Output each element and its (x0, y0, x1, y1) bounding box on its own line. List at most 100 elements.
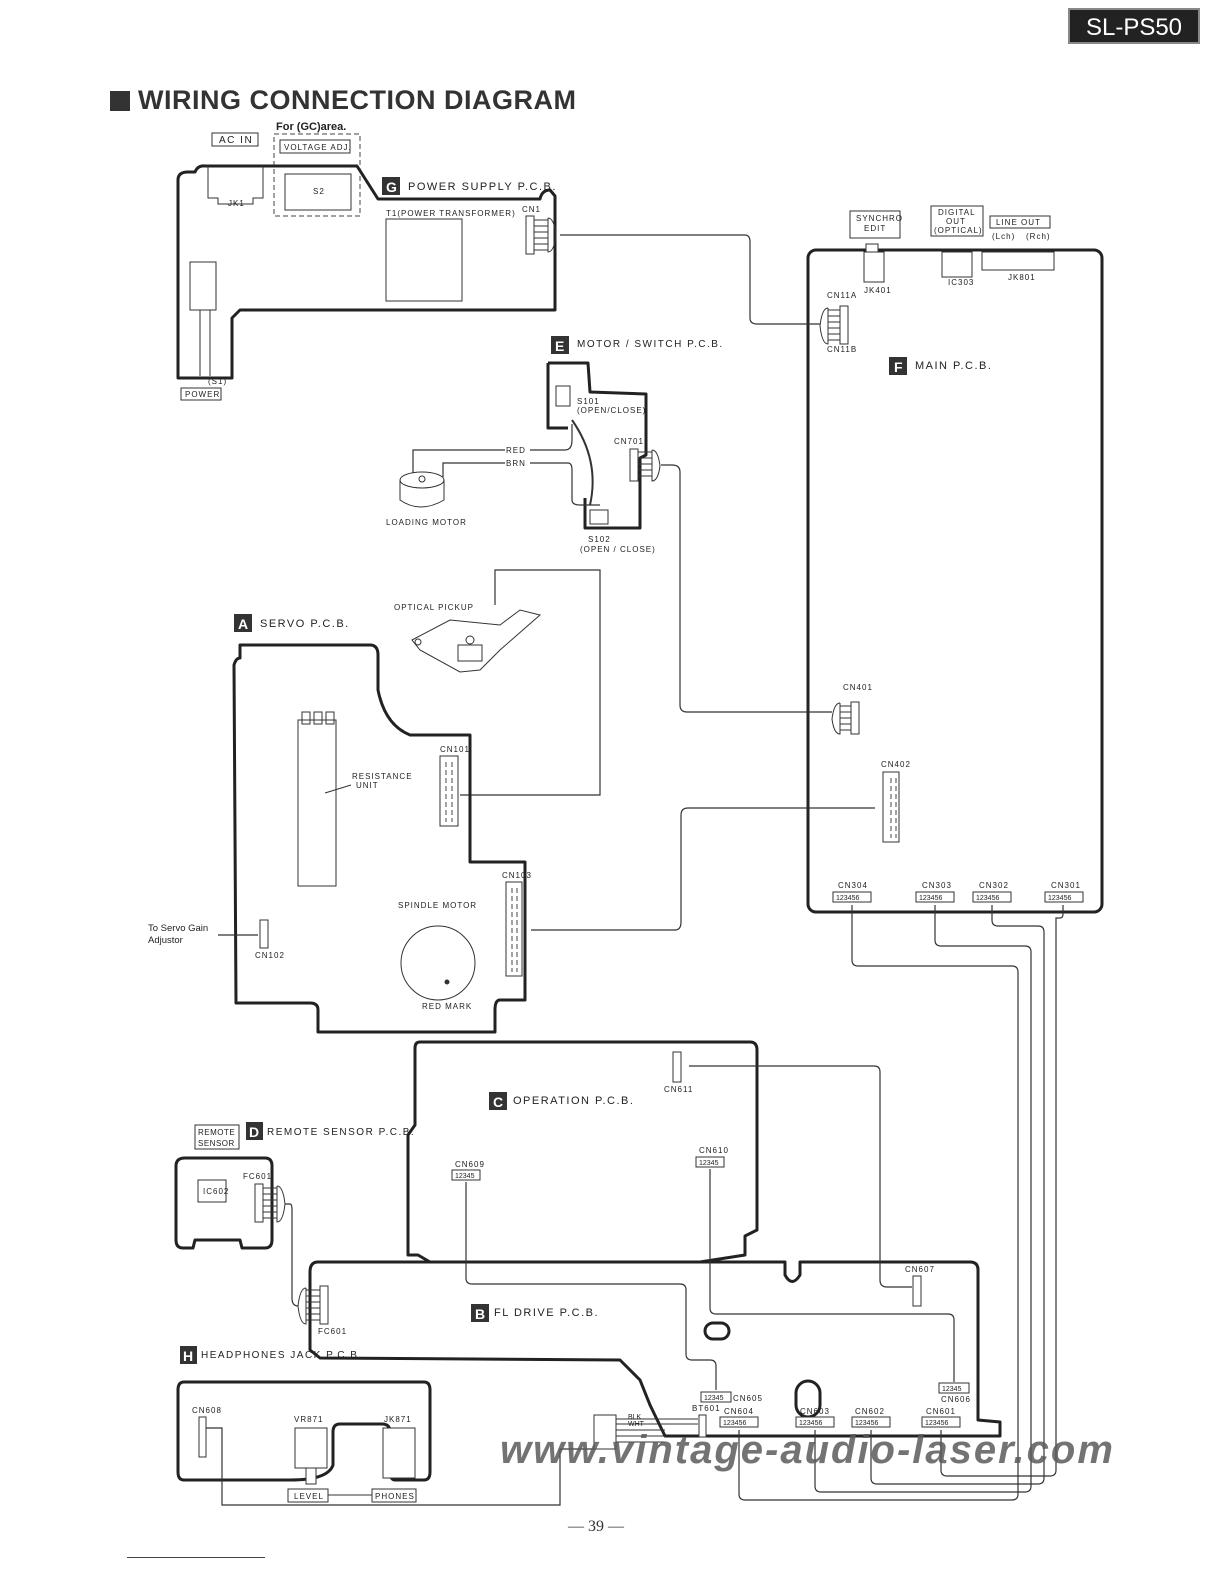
motor-switch-outline (548, 361, 648, 530)
phones-label: PHONES (375, 1492, 415, 1501)
cn402-pins (890, 778, 897, 838)
spindle-motor-label: SPINDLE MOTOR (398, 901, 477, 910)
cn605-pins: 12345 (704, 1395, 724, 1402)
cn304-pins: 123456 (836, 895, 859, 902)
ic602-chip (197, 1179, 227, 1203)
power-label: POWER (185, 390, 220, 399)
cn301-pins: 123456 (1048, 895, 1071, 902)
cn304-connector (832, 891, 872, 903)
vr871-shaft (305, 1467, 317, 1485)
cn608-label: CN608 (192, 1406, 222, 1415)
main-pcb: SYNCHRO EDIT JK401 DIGITAL OUT (OPTICAL)… (806, 205, 1104, 914)
jk401-jack (863, 251, 885, 283)
operation-title: OPERATION P.C.B. (513, 1095, 634, 1107)
cn103-connector (505, 881, 523, 977)
sensor-label: SENSOR (198, 1139, 235, 1148)
synchro-label: SYNCHRO (856, 214, 903, 223)
digital-out-box (930, 205, 984, 237)
lch-label: (Lch) (992, 232, 1015, 241)
board-e-letter: E (555, 338, 564, 354)
board-g-badge (382, 177, 400, 195)
loading-motor-label: LOADING MOTOR (386, 518, 467, 527)
model-badge: SL-PS50 (1068, 8, 1200, 44)
cn606-pins: 12345 (942, 1386, 962, 1393)
wire-cn608-fl-drive (206, 1427, 594, 1506)
cn11-connector (839, 305, 849, 345)
s102-switch (589, 509, 609, 525)
voltage-adj-label: VOLTAGE ADJ. (284, 143, 352, 152)
red-wire (412, 424, 573, 477)
fc601-bottom-pins (297, 1287, 320, 1325)
cn608-connector (198, 1416, 207, 1458)
fl-drive-pcb: FC601 B FL DRIVE P.C.B. CN607 12345 CN60… (297, 1260, 1002, 1450)
cn302-label: CN302 (979, 881, 1009, 890)
board-a-badge (234, 614, 252, 632)
cn401-label: CN401 (843, 683, 873, 692)
cn602-connector (851, 1416, 891, 1428)
brn-wire-label: BRN (506, 459, 526, 468)
cn606-label: CN606 (941, 1395, 971, 1404)
board-d-letter: D (249, 1124, 259, 1140)
resistance-unit-terminals (301, 711, 335, 725)
motor-switch-outline-left (546, 363, 568, 430)
cn101-pins (445, 762, 453, 822)
cn604-connector (719, 1416, 759, 1428)
wire-fc601 (285, 1203, 299, 1307)
power-switch-shaft (199, 310, 211, 376)
cn604-pins: 123456 (723, 1420, 746, 1427)
vr871-pot (294, 1427, 328, 1469)
main-pcb-title: MAIN P.C.B. (915, 360, 992, 372)
cn1-label: CN1 (522, 205, 541, 214)
loading-motor-icon (399, 471, 445, 508)
red-mark-dot (444, 979, 450, 985)
pickup-flex-wire (460, 569, 601, 796)
remote-label: REMOTE (198, 1128, 235, 1137)
watermark: www.vintage-audio-laser.com (500, 1428, 1115, 1472)
cn610-label: CN610 (699, 1146, 729, 1155)
blk-wire-label: BLK (628, 1414, 642, 1421)
bt601-label: BT601 (692, 1404, 721, 1413)
jk801-jack (981, 251, 1055, 271)
s102-label: S102 (588, 535, 611, 544)
s102-desc: (OPEN / CLOSE) (580, 545, 656, 554)
cn607-label: CN607 (905, 1265, 935, 1274)
cn103-label: CN103 (502, 871, 532, 880)
cn701-pins (638, 449, 661, 482)
cn401-pins (831, 702, 851, 735)
board-f-badge (889, 357, 907, 375)
jk871-jack (382, 1427, 416, 1479)
fc601-top-connector (254, 1183, 264, 1223)
cn303-connector (915, 891, 955, 903)
bt601-battery (698, 1414, 707, 1438)
level-label: LEVEL (294, 1492, 324, 1501)
board-f-letter: F (894, 359, 903, 375)
cn101-connector (439, 755, 459, 827)
motor-switch-pcb: E MOTOR / SWITCH P.C.B. S101 (OPEN/CLOSE… (386, 336, 722, 554)
cn103-pins (511, 888, 518, 972)
cn603-label: CN603 (800, 1407, 830, 1416)
ic303-label: IC303 (948, 278, 974, 287)
wire-cn301-cn601 (940, 905, 1064, 1477)
cn609-label: CN609 (455, 1160, 485, 1169)
footer-rule (127, 1557, 265, 1558)
cn1-pins (534, 217, 557, 253)
cn606-connector (938, 1382, 970, 1394)
cn102-connector (259, 919, 269, 949)
power-supply-title: POWER SUPPLY P.C.B. (408, 181, 557, 193)
cn11-pins (819, 307, 840, 345)
ic602-label: IC602 (203, 1187, 229, 1196)
s101-switch (555, 385, 571, 407)
ac-in-label: AC IN (219, 135, 253, 146)
jk401-plug (865, 243, 879, 253)
cn603-connector (795, 1416, 835, 1428)
board-e-badge (551, 336, 569, 354)
bt601-wires (616, 1418, 698, 1443)
board-c-badge (489, 1092, 507, 1110)
headphones-title: HEADPHONES JACK P.C.B. (201, 1350, 363, 1361)
jk871-label: JK871 (384, 1415, 412, 1424)
board-d-badge (246, 1122, 263, 1140)
cn701-connector (629, 448, 639, 482)
red-mark-label: RED MARK (422, 1002, 472, 1011)
wire-cn609-cn605 (465, 1182, 717, 1390)
